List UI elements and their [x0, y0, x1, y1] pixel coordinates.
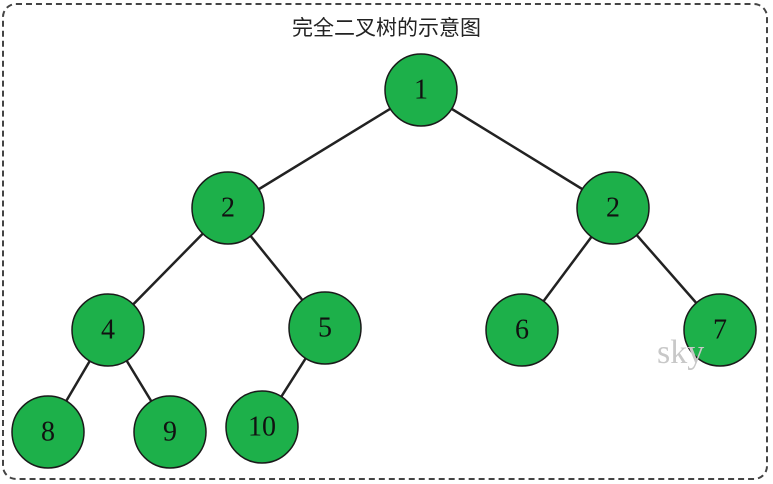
tree-node: 8	[11, 395, 85, 469]
node-label: 10	[248, 412, 276, 443]
node-circle	[191, 171, 265, 245]
node-label: 5	[318, 313, 332, 344]
tree-node: 10	[225, 390, 299, 464]
node-label: 2	[221, 193, 235, 224]
node-label: 6	[515, 315, 529, 346]
node-circle	[225, 390, 299, 464]
node-label: 4	[101, 315, 115, 346]
tree-node: 6	[485, 293, 559, 367]
tree-edge	[227, 88, 422, 210]
tree-node: 4	[71, 293, 145, 367]
node-circle	[11, 395, 85, 469]
tree-node: 9	[133, 395, 207, 469]
node-circle	[683, 293, 757, 367]
tree-node: 7	[683, 293, 757, 367]
node-label: 2	[606, 193, 620, 224]
node-circle	[71, 293, 145, 367]
node-circle	[133, 395, 207, 469]
diagram-title: 完全二叉树的示意图	[292, 16, 481, 40]
node-label: 8	[41, 417, 55, 448]
tree-node: 2	[191, 171, 265, 245]
node-label: 1	[414, 75, 428, 106]
tree-node: 1	[384, 53, 458, 127]
node-label: 7	[713, 315, 727, 346]
node-circle	[485, 293, 559, 367]
node-circle	[288, 291, 362, 365]
tree-node: 5	[288, 291, 362, 365]
node-label: 9	[163, 417, 177, 448]
diagram-frame	[2, 3, 768, 480]
watermark: sky	[657, 334, 705, 371]
node-circle	[576, 171, 650, 245]
node-circle	[384, 53, 458, 127]
tree-node: 2	[576, 171, 650, 245]
tree-edge	[420, 88, 614, 210]
